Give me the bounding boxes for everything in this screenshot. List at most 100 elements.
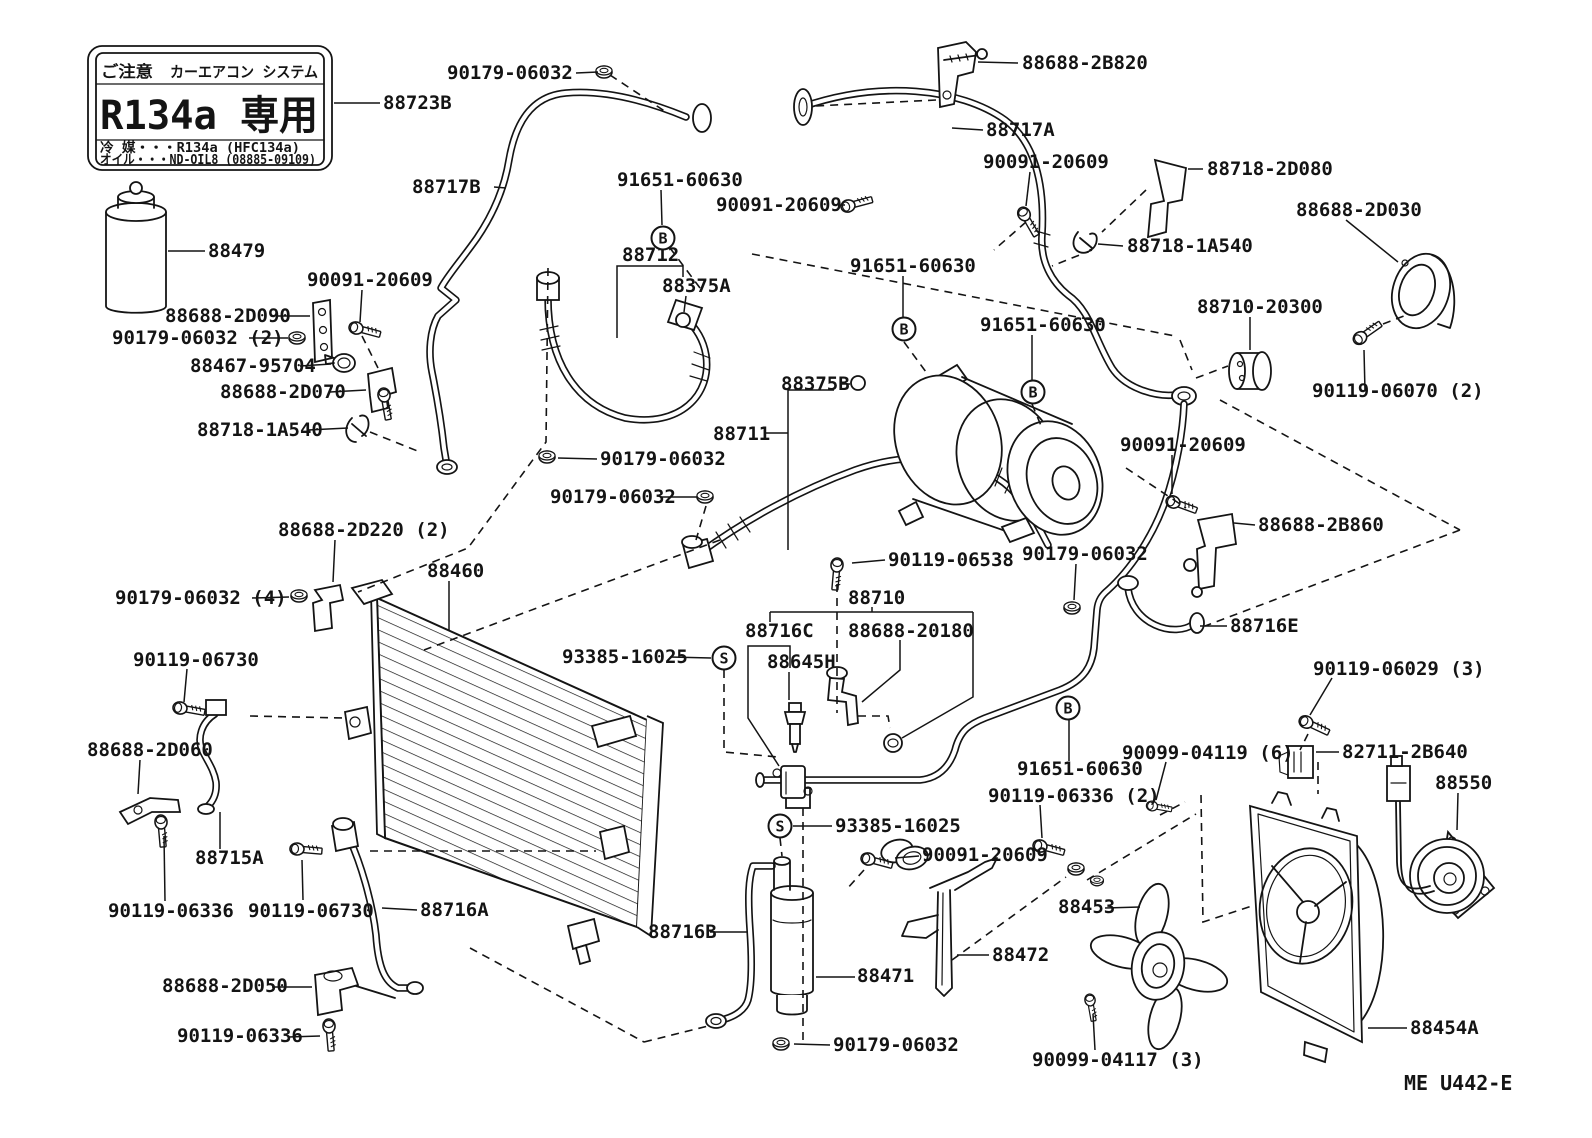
leader-line <box>683 295 687 313</box>
leader-line <box>1363 349 1366 392</box>
leader-line <box>381 907 418 911</box>
fan-motor-88550 <box>1386 755 1496 920</box>
bracket-88688-2b860 <box>1183 512 1238 598</box>
plate-oil-line: オイル・・・ND-OIL8 (08885-09109) <box>100 153 316 168</box>
leader-line <box>493 186 507 189</box>
part-label: 88717A <box>986 119 1055 141</box>
leader-line <box>359 289 363 323</box>
leader-line <box>1092 1013 1096 1051</box>
part-label: 88711 <box>713 423 770 445</box>
part-label: 90119-06538 <box>888 549 1014 571</box>
cooling-fan-88453 <box>1089 882 1229 1051</box>
part-label: 88688-20180 <box>848 620 974 642</box>
part-label: 90091-20609 <box>716 194 842 216</box>
part-label: 88688-2D090 <box>165 305 291 327</box>
clamp-88718-1a540-lower <box>345 414 370 443</box>
leader-line <box>183 668 188 703</box>
part-label: 90119-06029 (3) <box>1313 658 1485 680</box>
fan-shroud-88454a <box>1249 791 1385 1064</box>
leader-line <box>307 427 349 431</box>
part-label: 88717B <box>412 176 481 198</box>
svg-text:S: S <box>719 650 728 668</box>
pipe-88716b <box>705 862 776 1029</box>
bracket-88688-2b820 <box>937 41 988 109</box>
plate-88688-2d030 <box>1390 252 1456 330</box>
svg-text:S: S <box>775 818 784 836</box>
part-label: 90179-06032 (2) <box>112 327 284 349</box>
bracket-88688-2d060 <box>118 797 182 826</box>
oring-88375a <box>675 312 691 328</box>
part-label: 88479 <box>208 240 265 262</box>
part-label: 88460 <box>427 560 484 582</box>
clamp-88716c <box>772 765 813 799</box>
leader-line <box>1309 677 1333 716</box>
leader-line <box>616 265 684 338</box>
part-label: 88688-2B820 <box>1022 52 1148 74</box>
connector-symbol-S: S <box>767 813 793 839</box>
leader-line <box>332 539 336 583</box>
leader-line <box>851 559 886 564</box>
part-label: 90179-06032 <box>1022 543 1148 565</box>
part-label: 91651-60630 <box>1017 758 1143 780</box>
leader-line <box>287 1035 321 1038</box>
plate-main-text: R134a 専用 <box>100 93 318 139</box>
part-label: 90179-06032 <box>447 62 573 84</box>
compressor-drawing <box>893 363 1104 544</box>
leader-line <box>163 835 166 902</box>
pipe-88716a <box>330 817 424 995</box>
bracket-88718-2d080 <box>1146 158 1187 239</box>
part-label: 90091-20609 <box>983 151 1109 173</box>
part-label: 88688-2D070 <box>220 381 346 403</box>
part-label: 82711-2B640 <box>1342 741 1468 763</box>
leader-line <box>299 363 332 367</box>
leader-line <box>301 859 304 901</box>
dashed-guides <box>249 74 1461 1043</box>
part-label: 88471 <box>857 965 914 987</box>
leader-line <box>137 759 141 795</box>
part-label: 91651-60630 <box>980 314 1106 336</box>
part-label: 88453 <box>1058 896 1115 918</box>
oring-88375b <box>850 375 866 391</box>
resistor-82711-2b640 <box>1278 745 1314 779</box>
connector-symbol-B: B <box>650 225 676 251</box>
part-label: 90119-06730 <box>133 649 259 671</box>
part-label: 88688-2D030 <box>1296 199 1422 221</box>
pipe-88716e <box>1117 575 1205 634</box>
leader-line <box>793 1043 831 1046</box>
bracket-88688-2d220 <box>312 583 345 633</box>
part-label: 88688-2B860 <box>1258 514 1384 536</box>
clamp-88718-1a540-upper <box>1072 231 1098 254</box>
bracket-88688-2d050 <box>314 966 396 1017</box>
part-label: 90119-06336 <box>177 1025 303 1047</box>
leader-line <box>1155 761 1167 801</box>
switch-88467-95704 <box>324 353 356 373</box>
part-label: 88688-2D060 <box>87 739 213 761</box>
receiver-drier-88479 <box>105 181 167 314</box>
svg-text:B: B <box>899 321 908 339</box>
part-label: 90179-06032 (4) <box>115 587 287 609</box>
part-label: 90119-06336 (2) <box>988 785 1160 807</box>
part-label: 88645H <box>767 651 836 673</box>
leader-line <box>329 389 367 393</box>
pipe-88717b <box>426 88 712 475</box>
part-label: 88716B <box>648 921 717 943</box>
leader-line <box>1456 792 1459 831</box>
part-label: 88688-2D050 <box>162 975 288 997</box>
leader-line <box>951 127 984 131</box>
part-label: 90119-06070 (2) <box>1312 380 1484 402</box>
part-label: 88454A <box>1410 1017 1479 1039</box>
leader-line <box>1039 804 1043 839</box>
leader-line <box>1097 243 1124 247</box>
sensor-88645h <box>783 702 807 753</box>
leader-line <box>1104 906 1141 909</box>
part-label: 88710-20300 <box>1197 296 1323 318</box>
part-label: 91651-60630 <box>850 255 976 277</box>
part-label: 91651-60630 <box>617 169 743 191</box>
plate-header-right: カーエアコン システム <box>170 63 318 81</box>
part-label: 90091-20609 <box>307 269 433 291</box>
leader-line <box>1345 219 1399 263</box>
part-label: 88718-1A540 <box>197 419 323 441</box>
part-label: 88472 <box>992 944 1049 966</box>
bracket-88688-20180 <box>826 666 859 727</box>
part-label: 88718-2D080 <box>1207 158 1333 180</box>
